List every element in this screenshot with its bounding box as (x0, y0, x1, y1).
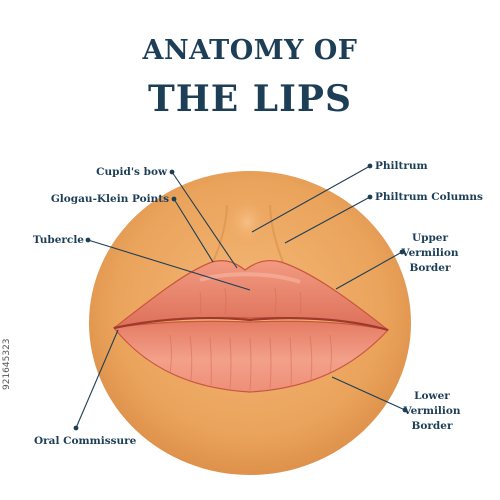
leader-glogau-klein (173, 198, 214, 263)
label-philtrum: Philtrum (375, 160, 428, 172)
leader-upper-vermilion (335, 251, 403, 290)
leader-dots (73, 163, 408, 431)
philtrum-column-right (269, 204, 284, 263)
label-oral-commissure: Oral Commissure (34, 435, 137, 447)
philtrum-shape (223, 194, 271, 250)
mouth-line (113, 316, 389, 332)
lip-texture (169, 287, 332, 391)
label-glogau-klein: Glogau-Klein Points (51, 193, 169, 205)
label-lower-vermilion-2: Vermilion (402, 405, 460, 417)
title-line-2: THE LIPS (148, 78, 352, 120)
label-upper-vermilion-3: Border (410, 262, 451, 274)
label-lower-vermilion-3: Border (412, 420, 453, 432)
upper-lip (113, 259, 389, 331)
leader-tubercle (87, 239, 251, 291)
leader-philtrum-columns (284, 196, 371, 244)
label-upper-vermilion-2: Vermilion (400, 247, 458, 259)
philtrum-column-left (212, 204, 228, 263)
label-lower-vermilion-1: Lower (414, 390, 450, 402)
label-cupids-bow: Cupid's bow (96, 166, 168, 178)
title-line-1: ANATOMY OF (142, 35, 358, 66)
stock-id: 921645323 (2, 338, 12, 390)
label-upper-vermilion-1: Upper (412, 232, 449, 244)
leader-lines (75, 165, 406, 429)
leader-oral-commissure (75, 329, 119, 429)
label-tubercle: Tubercle (33, 234, 84, 246)
leader-philtrum (251, 165, 371, 233)
leader-lower-vermilion (331, 376, 406, 411)
leader-cupids-bow (171, 171, 238, 269)
label-philtrum-columns: Philtrum Columns (375, 191, 483, 203)
